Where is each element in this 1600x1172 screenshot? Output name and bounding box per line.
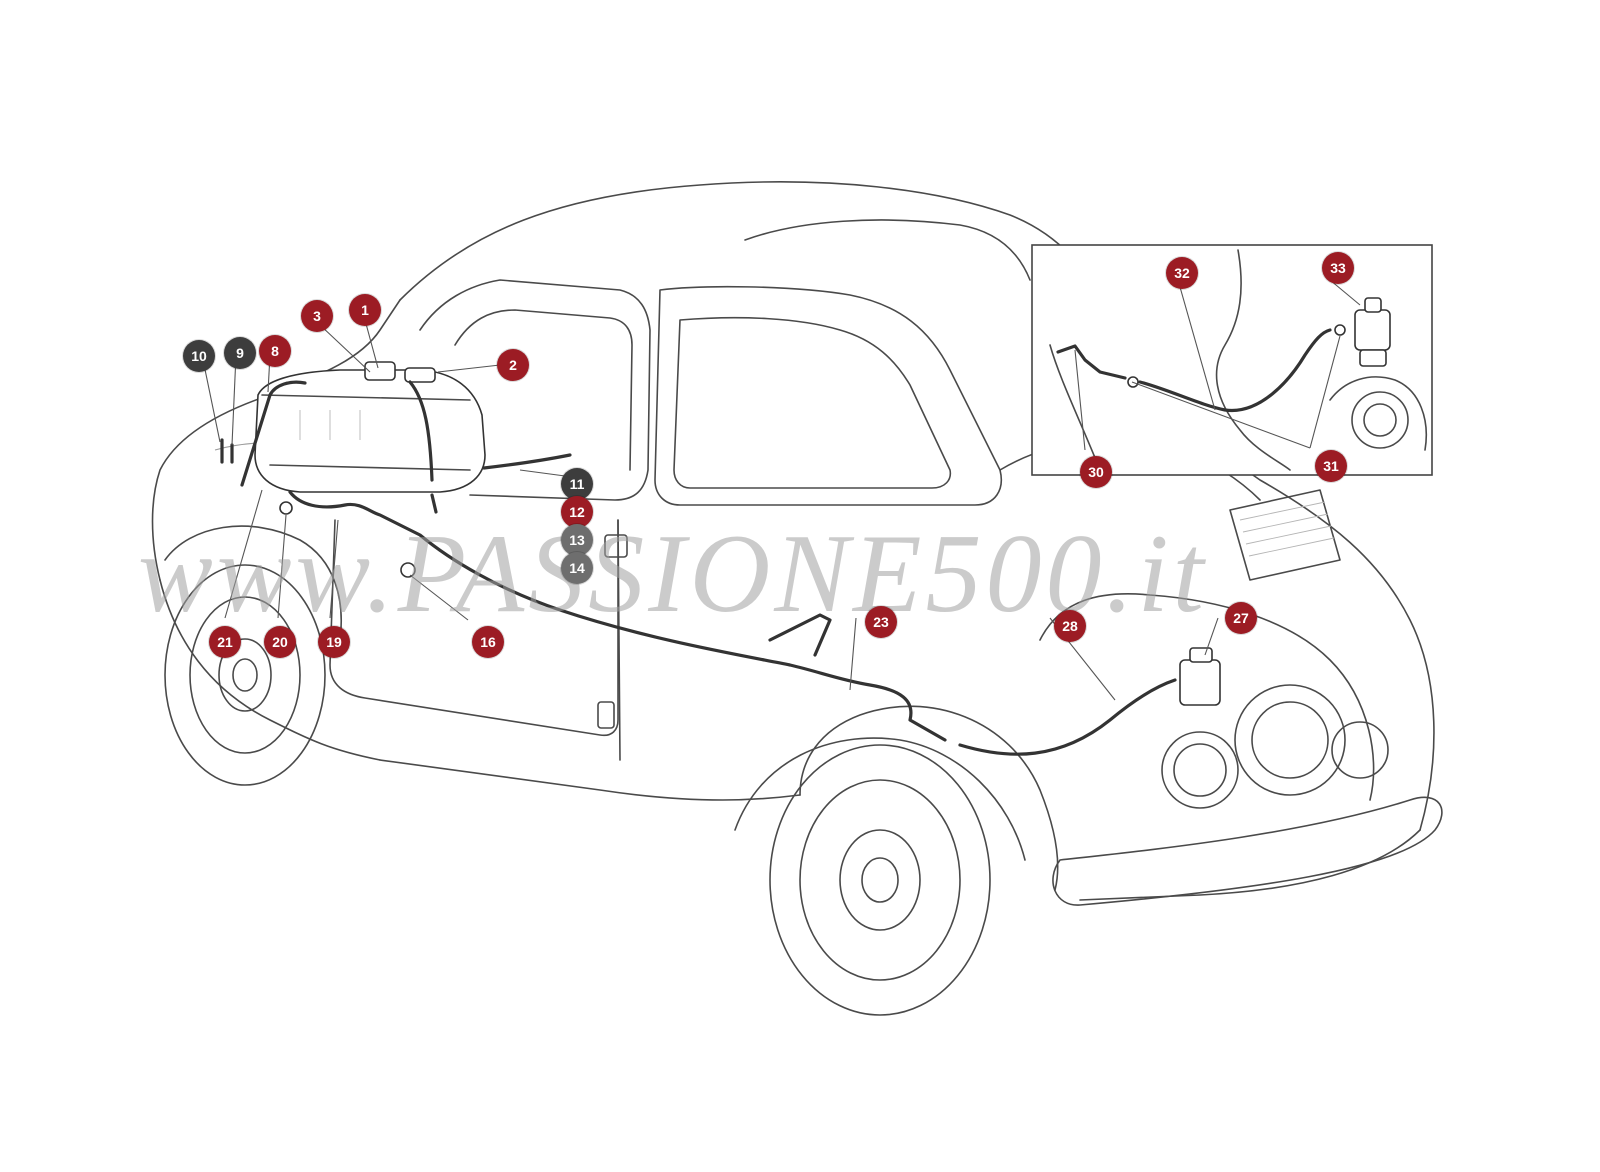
callout-28[interactable]: 28 — [1054, 610, 1086, 642]
callout-9[interactable]: 9 — [224, 337, 256, 369]
callout-32[interactable]: 32 — [1166, 257, 1198, 289]
callout-1[interactable]: 1 — [349, 294, 381, 326]
callout-3[interactable]: 3 — [301, 300, 333, 332]
callout-30[interactable]: 30 — [1080, 456, 1112, 488]
callout-2[interactable]: 2 — [497, 349, 529, 381]
callout-10[interactable]: 10 — [183, 340, 215, 372]
callout-27[interactable]: 27 — [1225, 602, 1257, 634]
callout-31[interactable]: 31 — [1315, 450, 1347, 482]
callout-16[interactable]: 16 — [472, 626, 504, 658]
callout-20[interactable]: 20 — [264, 626, 296, 658]
callout-19[interactable]: 19 — [318, 626, 350, 658]
callout-12[interactable]: 12 — [561, 496, 593, 528]
callout-23[interactable]: 23 — [865, 606, 897, 638]
callout-11[interactable]: 11 — [561, 468, 593, 500]
callout-33[interactable]: 33 — [1322, 252, 1354, 284]
callout-14[interactable]: 14 — [561, 552, 593, 584]
callout-13[interactable]: 13 — [561, 524, 593, 556]
callout-8[interactable]: 8 — [259, 335, 291, 367]
callout-21[interactable]: 21 — [209, 626, 241, 658]
